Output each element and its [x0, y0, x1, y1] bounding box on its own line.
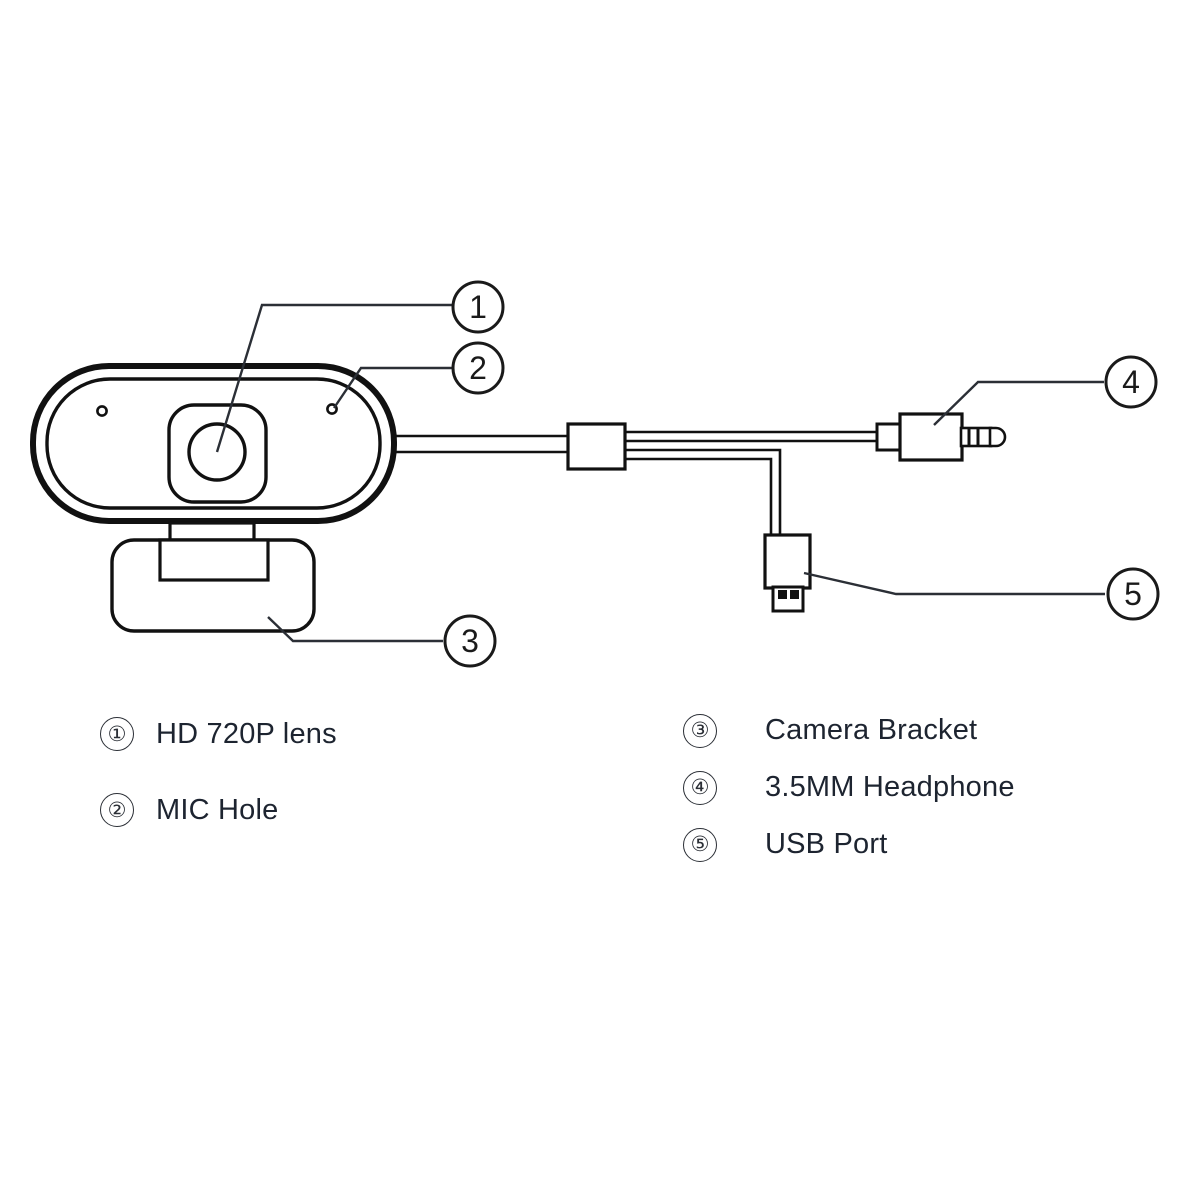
- callout-marker-5[interactable]: 5: [1106, 567, 1160, 621]
- usb-audio-cable: [393, 430, 878, 535]
- legend-marker-1: ①: [100, 717, 134, 751]
- legend-item-3[interactable]: ③ Camera Bracket: [683, 703, 1143, 758]
- callout-number-5: 5: [1124, 576, 1142, 612]
- legend-marker-4: ④: [683, 770, 717, 805]
- callout-number-3: 3: [461, 623, 479, 659]
- legend-item-1[interactable]: ① HD 720P lens: [100, 705, 520, 763]
- callout-marker-1[interactable]: 1: [451, 280, 505, 334]
- legend-marker-2: ②: [100, 793, 134, 827]
- callout-leader-lines: [215, 303, 1105, 643]
- legend-item-5[interactable]: ⑤ USB Port: [683, 817, 1143, 872]
- legend-label-mic-hole: MIC Hole: [156, 793, 279, 826]
- leader-line-4: [933, 380, 1104, 426]
- legend-label-hd-720p-lens: HD 720P lens: [156, 717, 337, 750]
- callout-marker-2[interactable]: 2: [451, 341, 505, 395]
- leader-line-3: [267, 616, 443, 643]
- legend-item-2[interactable]: ② MIC Hole: [100, 781, 520, 839]
- callout-number-1: 1: [469, 289, 487, 325]
- headphone-plug-3p5mm: [875, 412, 1007, 462]
- legend-label-usb-port: USB Port: [765, 828, 888, 860]
- leader-line-5: [803, 571, 1105, 596]
- callout-number-4: 4: [1122, 364, 1140, 400]
- camera-bracket: [110, 521, 316, 633]
- legend-column-right: ③ Camera Bracket ④ 3.5MM Headphone ⑤ USB…: [683, 703, 1143, 872]
- leader-line-2: [333, 366, 452, 409]
- legend-label-camera-bracket: Camera Bracket: [765, 714, 978, 746]
- leader-line-1: [215, 303, 452, 453]
- callout-marker-4[interactable]: 4: [1104, 355, 1158, 409]
- usb-a-connector: [763, 533, 812, 613]
- legend-column-left: ① HD 720P lens ② MIC Hole: [100, 705, 520, 839]
- mic-hole-left: [96, 405, 108, 417]
- cable-junction-box: [566, 422, 627, 471]
- legend-marker-5: ⑤: [683, 827, 717, 862]
- callout-marker-3[interactable]: 3: [443, 614, 497, 668]
- legend-item-4[interactable]: ④ 3.5MM Headphone: [683, 760, 1143, 815]
- legend-label-3-5mm-headphone: 3.5MM Headphone: [765, 771, 1015, 803]
- callout-markers: 1 2 3 4 5: [443, 280, 1160, 668]
- legend-marker-3: ③: [683, 713, 717, 748]
- callout-number-2: 2: [469, 350, 487, 386]
